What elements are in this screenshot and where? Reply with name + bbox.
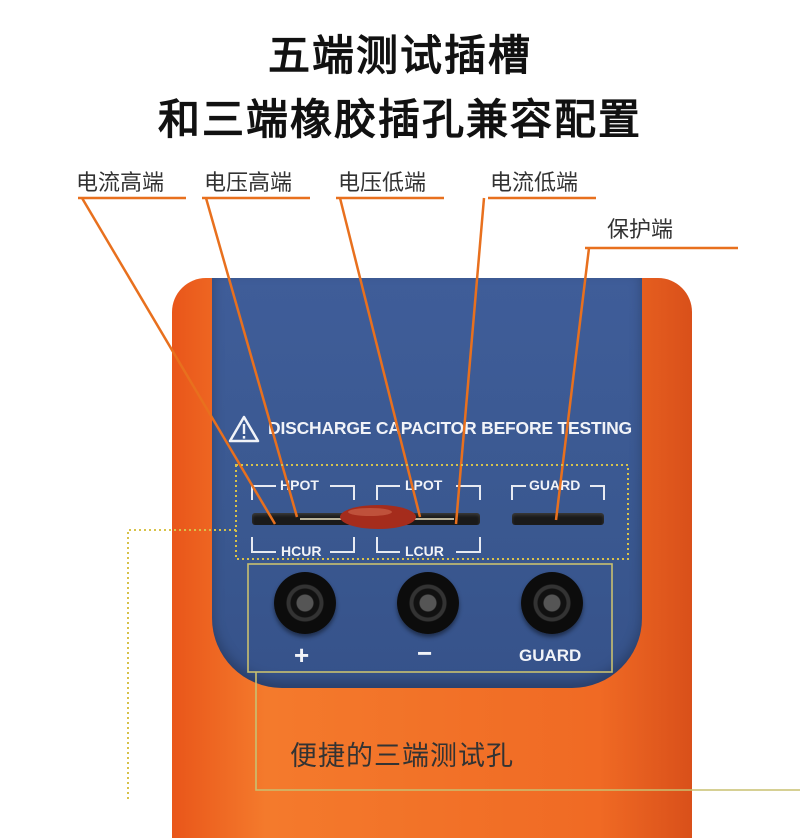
socket-minus[interactable] xyxy=(397,572,459,634)
callout-current-low: 电流低端 xyxy=(490,171,579,196)
warning-text: DISCHARGE CAPACITOR BEFORE TESTING xyxy=(268,418,632,438)
label-guard-slot: GUARD xyxy=(529,477,581,493)
socket-guard[interactable] xyxy=(521,572,583,634)
title-line-1: 五端测试插槽 xyxy=(267,31,532,80)
label-guard-socket: GUARD xyxy=(519,646,582,665)
bottom-caption: 便捷的三端测试孔 xyxy=(290,741,514,772)
label-plus: + xyxy=(294,640,310,670)
callout-current-high: 电流高端 xyxy=(76,171,165,196)
callout-voltage-low: 电压低端 xyxy=(338,171,427,196)
callout-guard: 保护端 xyxy=(607,218,674,243)
capacitor xyxy=(300,505,454,529)
slot-guard[interactable] xyxy=(512,513,604,525)
socket-plus[interactable] xyxy=(274,572,336,634)
callout-voltage-high: 电压高端 xyxy=(204,171,293,196)
label-hcur: HCUR xyxy=(281,543,322,559)
label-lcur: LCUR xyxy=(405,543,444,559)
callout-lines xyxy=(78,196,800,800)
warning-triangle-icon xyxy=(228,415,260,443)
label-minus: − xyxy=(417,638,433,668)
slot-brackets xyxy=(251,485,605,553)
title-line-2: 和三端橡胶插孔兼容配置 xyxy=(157,95,642,144)
label-lpot: LPOT xyxy=(405,477,443,493)
